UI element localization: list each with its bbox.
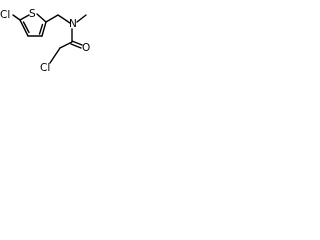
bond-c2-c3-inner bbox=[38, 23, 44, 35]
atom-label-nitrogen: N bbox=[69, 18, 77, 30]
bond-ch2-cl bbox=[49, 47, 61, 64]
bond-c4-c5 bbox=[19, 19, 29, 37]
bond-ch2-n bbox=[57, 14, 71, 24]
bond-lines bbox=[12, 13, 87, 64]
atom-label-cl-chain: Cl bbox=[40, 62, 50, 74]
bond-cl-c5 bbox=[12, 14, 21, 21]
bond-carbonyl-o-1 bbox=[71, 40, 83, 46]
bond-c2-ch2 bbox=[45, 14, 59, 23]
atom-label-sulfur: S bbox=[29, 8, 36, 20]
bond-c4-c5-inner bbox=[22, 21, 30, 34]
atom-label-cl-ring: Cl bbox=[0, 9, 10, 21]
atom-labels: Cl S N O Cl bbox=[0, 8, 90, 74]
bond-n-methyl bbox=[76, 14, 87, 23]
atom-label-oxygen: O bbox=[82, 42, 90, 54]
bond-carbonyl-o-2 bbox=[70, 43, 82, 49]
chemical-structure: Cl S N O Cl bbox=[0, 8, 90, 74]
bond-carbonyl-ch2 bbox=[59, 41, 73, 49]
bond-s-c2 bbox=[36, 13, 47, 23]
bond-c5-s bbox=[19, 14, 30, 21]
bond-c2-c3 bbox=[41, 21, 47, 37]
